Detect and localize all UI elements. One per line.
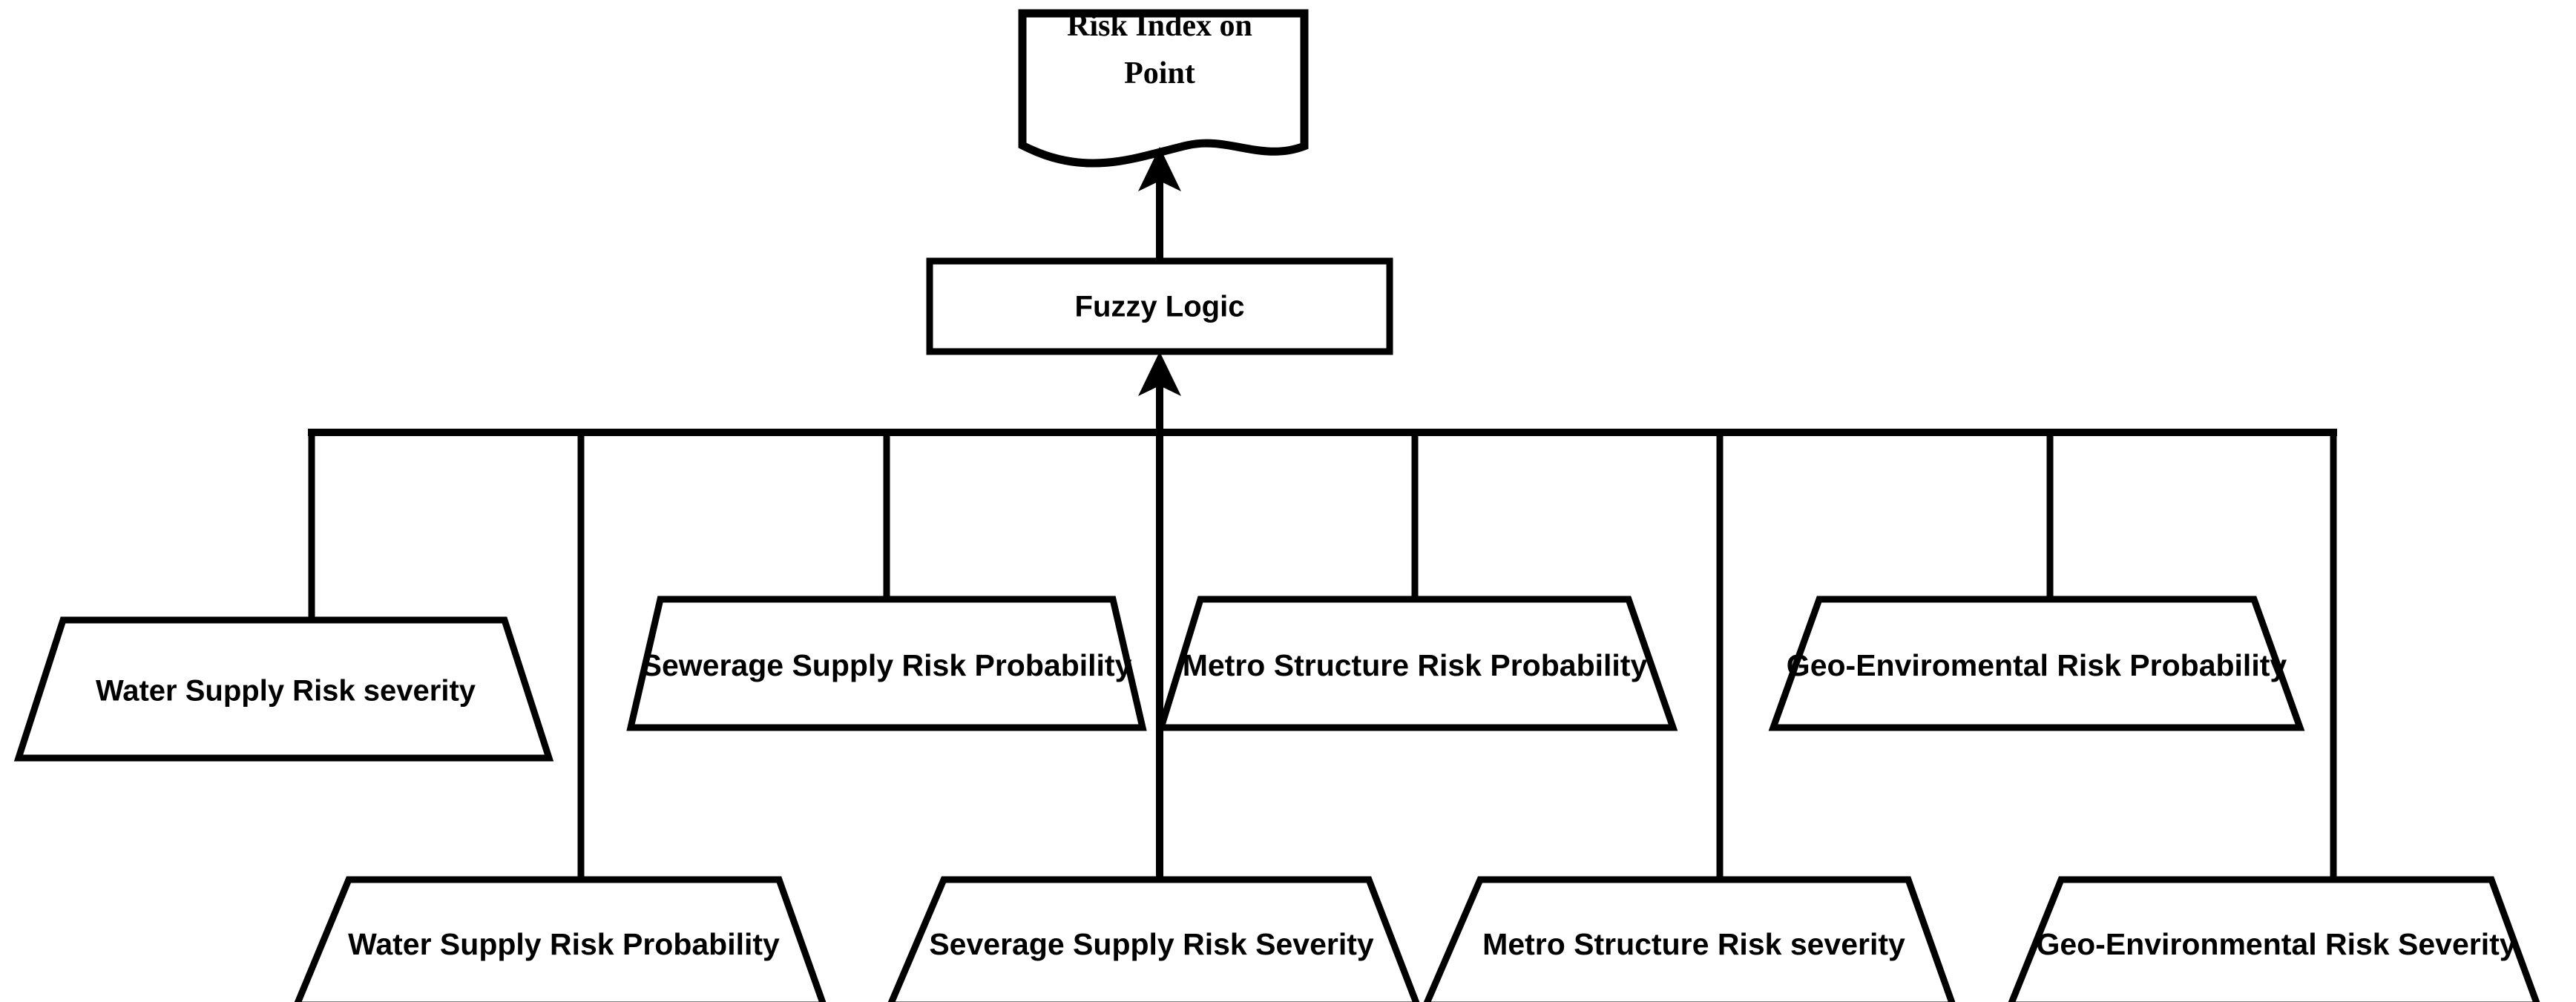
trapezoid-shape: [2008, 876, 2540, 1002]
document-shape-outline: [1018, 9, 1309, 168]
arrow-head-up-icon-2: [1138, 352, 1181, 396]
node-geo-enviromental-risk-probability[interactable]: Geo-Enviromental Risk Probability: [1768, 596, 2305, 731]
node-metro-structure-risk-probability[interactable]: Metro Structure Risk Probability: [1156, 596, 1678, 731]
sewerage-supply-risk-probability-label: Sewerage Supply Risk Probability: [642, 648, 1132, 682]
node-sewerage-supply-risk-probability[interactable]: Sewerage Supply Risk Probability: [626, 596, 1147, 731]
trapezoid-shape: [887, 876, 1420, 1002]
node-geo-environmental-risk-severity[interactable]: Geo-Environmental Risk Severity: [2008, 876, 2540, 1002]
fuzzy-logic-box: [926, 257, 1393, 355]
trapezoid-shape: [626, 596, 1147, 731]
trapezoid-shape: [13, 616, 554, 762]
geo-enviromental-risk-probability-label: Geo-Enviromental Risk Probability: [1787, 648, 2287, 682]
trapezoid-shape: [1768, 596, 2305, 731]
node-water-supply-risk-probability[interactable]: Water Supply Risk Probability: [294, 876, 827, 1002]
trapezoid-shape: [1423, 876, 1956, 1002]
node-fuzzy-logic[interactable]: Fuzzy Logic: [926, 257, 1393, 355]
arrow-head-up-icon: [1138, 147, 1181, 191]
node-metro-structure-risk-severity[interactable]: Metro Structure Risk severity: [1423, 876, 1956, 1002]
water-supply-risk-probability-label: Water Supply Risk Probability: [348, 927, 780, 961]
metro-structure-risk-probability-label: Metro Structure Risk Probability: [1183, 648, 1648, 682]
node-severage-supply-risk-severity[interactable]: Severage Supply Risk Severity: [887, 876, 1420, 1002]
water-supply-risk-severity-label: Water Supply Risk severity: [96, 675, 476, 708]
arrow-fuzzy-to-risk-index: [1138, 147, 1181, 261]
trapezoid-shape: [1156, 596, 1678, 731]
trapezoid-shape: [294, 876, 827, 1002]
risk-index-label-line1: Risk Index on: [1067, 9, 1252, 43]
severage-supply-risk-severity-label: Severage Supply Risk Severity: [929, 927, 1374, 961]
metro-structure-risk-severity-label: Metro Structure Risk severity: [1482, 927, 1905, 961]
node-risk-index-on-point[interactable]: Risk Index on Point: [1018, 9, 1309, 168]
risk-index-label-line2: Point: [1124, 56, 1195, 90]
geo-environmental-risk-severity-label: Geo-Environmental Risk Severity: [2036, 927, 2516, 961]
node-water-supply-risk-severity[interactable]: Water Supply Risk severity: [13, 616, 554, 762]
fuzzy-logic-label: Fuzzy Logic: [1075, 291, 1245, 323]
arrow-bus-to-fuzzy: [1138, 352, 1181, 877]
